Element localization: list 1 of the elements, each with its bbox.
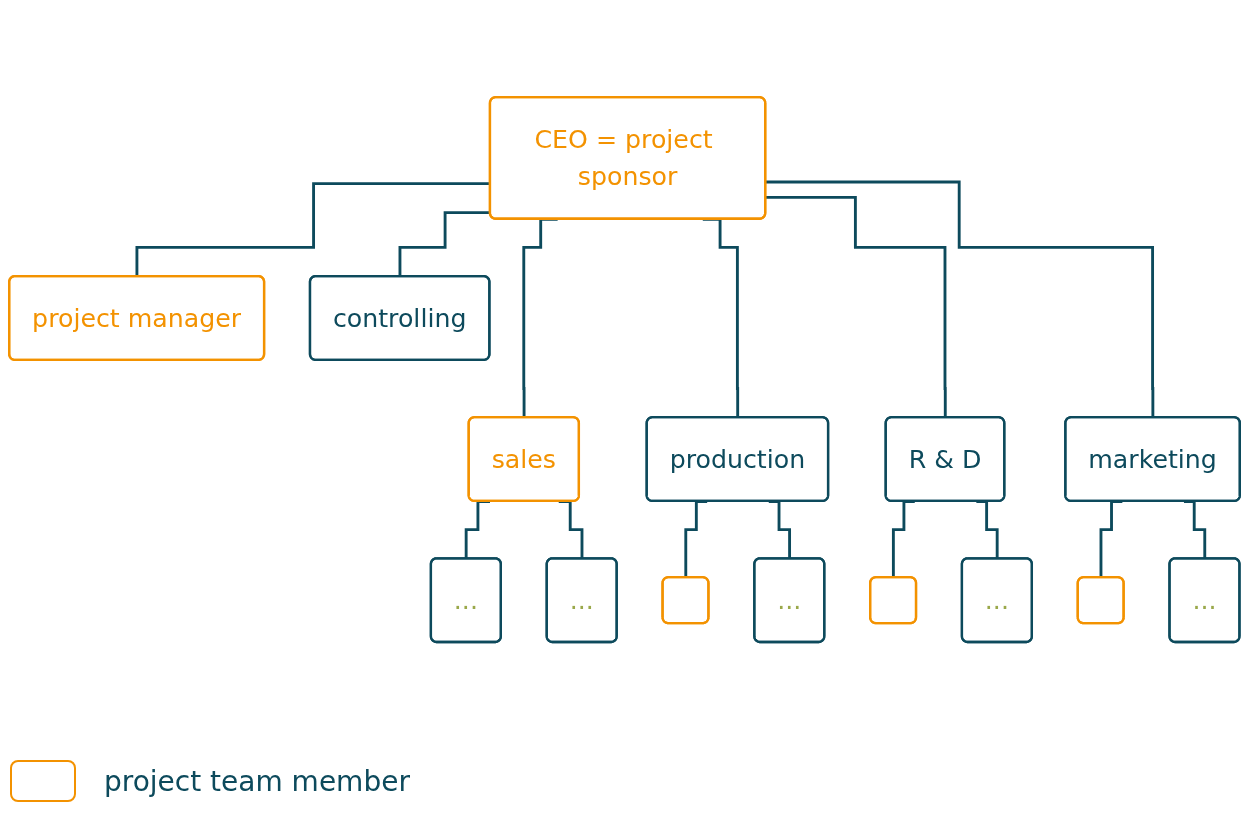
legend-label: project team member (104, 764, 410, 798)
